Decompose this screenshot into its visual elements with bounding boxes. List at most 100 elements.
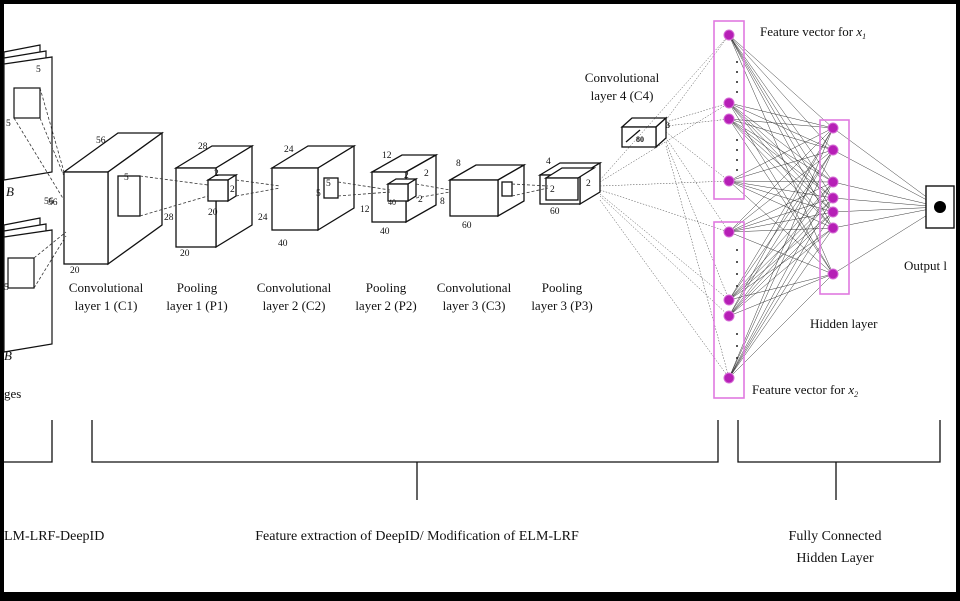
p1-k1: 2 bbox=[214, 169, 219, 179]
output-wire bbox=[832, 149, 941, 208]
fc-wire bbox=[728, 149, 834, 233]
hidden-layer-box bbox=[819, 119, 850, 295]
fc-wire bbox=[728, 102, 834, 213]
fc-wire bbox=[728, 180, 834, 275]
output-wire bbox=[832, 206, 941, 213]
hidden-neuron bbox=[827, 192, 839, 204]
fc-wire bbox=[728, 34, 834, 151]
conv-layer-3-block bbox=[447, 163, 527, 218]
c3-dim-side: 8 bbox=[440, 197, 445, 207]
p3-label-line1: Pooling bbox=[542, 280, 583, 295]
c1-dim-bottom: 20 bbox=[70, 266, 80, 276]
feature-neuron bbox=[723, 294, 735, 306]
c1-dim-side: 56 bbox=[48, 198, 58, 208]
bracket-right-label-line2: Hidden Layer bbox=[796, 551, 874, 566]
input-channel-label-top: B bbox=[6, 184, 14, 199]
p1-label-line1: Pooling bbox=[177, 280, 218, 295]
feature-vector-x2-label: Feature vector for x2 bbox=[752, 382, 858, 399]
c1-label-line1: Convolutional bbox=[69, 280, 144, 295]
bracket-left-label: LM-LRF-DeepID bbox=[4, 529, 104, 544]
bracket-middle bbox=[91, 420, 719, 500]
fc-wire bbox=[728, 227, 834, 379]
fc-wire bbox=[728, 34, 834, 229]
hidden-neuron bbox=[827, 206, 839, 218]
fc-wire bbox=[728, 127, 834, 182]
bracket-left bbox=[4, 420, 53, 463]
feature-neuron bbox=[723, 372, 735, 384]
output-wire bbox=[832, 197, 941, 208]
bracket-right bbox=[737, 420, 941, 500]
p2-k4: 40 bbox=[388, 198, 396, 207]
fc-input-connections bbox=[599, 34, 730, 379]
fc-wire bbox=[728, 102, 834, 151]
hidden-layer-label: Hidden layer bbox=[810, 316, 878, 331]
fc-wire bbox=[728, 181, 834, 317]
fc-wire bbox=[728, 180, 834, 229]
c1-kernel: 5 bbox=[124, 173, 129, 183]
input-top-dim-c: 56 bbox=[44, 197, 54, 207]
hidden-neuron bbox=[827, 122, 839, 134]
c4-label-line1: Convolutional bbox=[585, 70, 660, 85]
feature-neuron bbox=[723, 175, 735, 187]
pool-layer-1-block bbox=[173, 144, 255, 249]
fc-wire bbox=[728, 211, 834, 301]
p1-label-line2: layer 1 (P1) bbox=[166, 298, 227, 313]
p1-dim-top: 28 bbox=[198, 142, 208, 152]
c2-k1: 5 bbox=[326, 179, 331, 189]
fc-wire bbox=[728, 102, 834, 129]
p1-k3: 20 bbox=[208, 208, 218, 218]
c3-dim-bottom: 60 bbox=[462, 221, 472, 231]
feature-neuron bbox=[723, 113, 735, 125]
fc-wire bbox=[728, 227, 834, 233]
input-channel-label-bottom: B bbox=[4, 348, 12, 363]
fc-wire bbox=[728, 227, 834, 317]
fc-wire bbox=[728, 127, 834, 379]
hidden-neuron bbox=[827, 222, 839, 234]
fc-wire bbox=[728, 273, 834, 379]
diagram-background bbox=[4, 4, 956, 592]
fc-wire bbox=[728, 180, 834, 199]
feature-vector-ellipsis bbox=[736, 61, 738, 359]
bracket-middle-label: Feature extraction of DeepID/ Modificati… bbox=[255, 529, 579, 544]
p2-dim-top: 12 bbox=[382, 151, 392, 161]
c1-dim-top: 56 bbox=[96, 136, 106, 146]
c2-dim-side: 24 bbox=[258, 213, 268, 223]
p3-k2: 2 bbox=[586, 179, 591, 189]
p3-label-line2: layer 3 (P3) bbox=[531, 298, 592, 313]
fc-wire bbox=[728, 197, 834, 379]
c2-dim-bottom: 40 bbox=[278, 239, 288, 249]
pool-layer-3-block bbox=[537, 161, 603, 206]
output-neuron bbox=[934, 201, 946, 213]
feature-vector-x2-box bbox=[713, 221, 745, 399]
c1-label-line2: layer 1 (C1) bbox=[75, 298, 138, 313]
p1-dim-bottom: 20 bbox=[180, 249, 190, 259]
p2-k3: 2 bbox=[418, 195, 423, 205]
feature-neuron bbox=[723, 226, 735, 238]
fc-wire bbox=[728, 118, 834, 151]
fc-wire bbox=[728, 102, 834, 183]
input-image-bottom bbox=[3, 217, 53, 353]
fc-wire bbox=[728, 118, 834, 229]
fc-wire bbox=[728, 127, 834, 233]
c3-dim-top: 8 bbox=[456, 159, 461, 169]
input-top-dim-b: 5 bbox=[6, 119, 11, 129]
fc-wire bbox=[728, 118, 834, 129]
p3-dim-top: 4 bbox=[546, 157, 551, 167]
fc-wire bbox=[728, 34, 834, 129]
fc-wire bbox=[728, 127, 834, 301]
fc-wire bbox=[728, 197, 834, 317]
output-wire bbox=[832, 206, 941, 275]
c2-label-line1: Convolutional bbox=[257, 280, 332, 295]
p2-label-line1: Pooling bbox=[366, 280, 407, 295]
hidden-neuron bbox=[827, 144, 839, 156]
output-wire bbox=[832, 127, 941, 208]
fc-wire bbox=[728, 149, 834, 317]
fc-wire bbox=[728, 34, 834, 199]
conv-layer-1-block bbox=[61, 131, 165, 266]
p2-k2: 2 bbox=[424, 169, 429, 179]
feature-vector-x1-label: Feature vector for x1 bbox=[760, 24, 866, 41]
fc-hidden-connections bbox=[728, 34, 941, 379]
fc-wire bbox=[728, 127, 834, 317]
fc-wire bbox=[728, 180, 834, 213]
